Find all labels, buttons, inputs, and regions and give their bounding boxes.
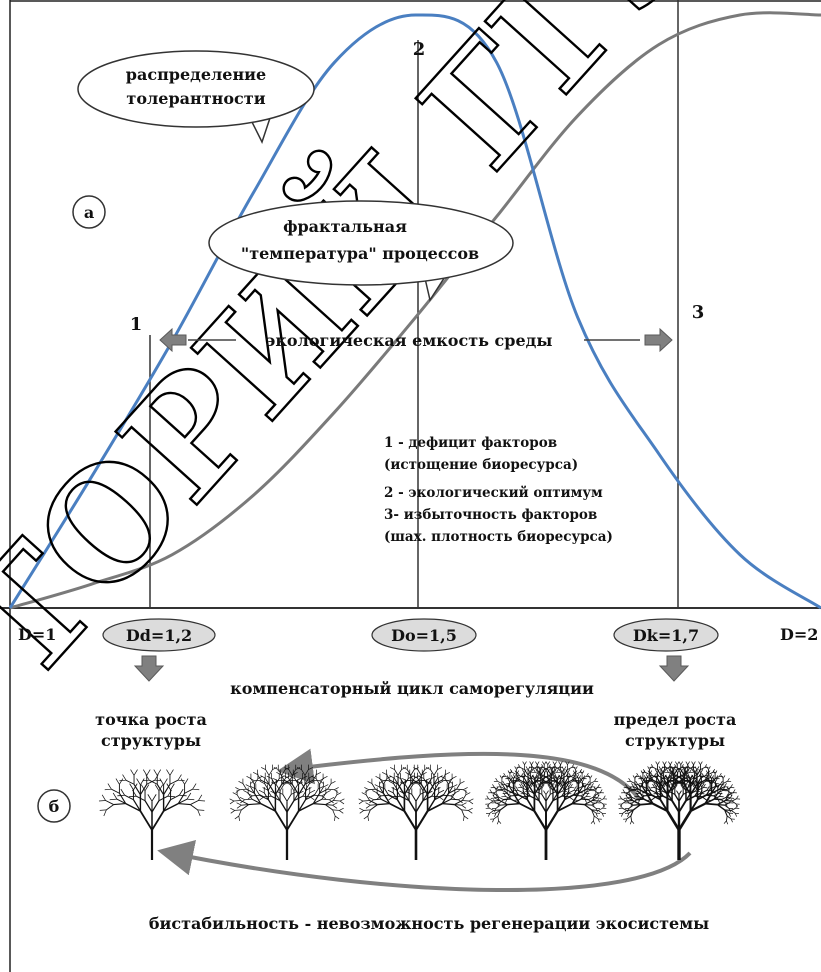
fractal-tree-2 bbox=[229, 764, 345, 860]
do-label: Do=1,5 bbox=[391, 626, 457, 645]
cycle-arrow-bottom bbox=[157, 839, 692, 892]
bell-curve bbox=[8, 13, 821, 610]
dk-badge: Dk=1,7 bbox=[613, 618, 719, 652]
panel-a-label: а bbox=[72, 195, 106, 229]
bubble-fractal-line2: "температура" процессов bbox=[241, 244, 479, 263]
axis-right-label: D=2 bbox=[780, 625, 818, 644]
cycle-arrow-top bbox=[277, 748, 642, 802]
bubble-tolerance-line2: толерантности bbox=[126, 89, 265, 108]
panel-a-letter: а bbox=[84, 203, 94, 222]
bubble-tolerance-line1: распределение bbox=[126, 65, 266, 84]
down-arrow-right bbox=[658, 655, 690, 682]
panel-b-label: б bbox=[37, 789, 71, 823]
point-2-label: 2 bbox=[413, 39, 426, 60]
growth-limit-line1: предел роста bbox=[614, 710, 737, 729]
point-1-label: 1 bbox=[130, 314, 143, 335]
bubble-fractal: фрактальная "температура" процессов bbox=[208, 200, 514, 302]
bistability-label: бистабильность - невозможность регенерац… bbox=[149, 914, 709, 933]
fractal-trees bbox=[98, 761, 741, 860]
do-badge: Do=1,5 bbox=[371, 618, 477, 652]
growth-point-line1: точка роста bbox=[95, 710, 207, 729]
panel-b-letter: б bbox=[49, 797, 60, 816]
growth-point-line2: структуры bbox=[101, 731, 201, 750]
capacity-left-arrow bbox=[159, 327, 187, 353]
fractal-tree-5 bbox=[617, 761, 741, 860]
dk-label: Dk=1,7 bbox=[633, 626, 699, 645]
axis-left-label: D=1 bbox=[18, 625, 56, 644]
fractal-tree-3 bbox=[358, 764, 474, 860]
point-3-label: 3 bbox=[692, 302, 705, 323]
capacity-right-arrow bbox=[644, 327, 673, 353]
legend: 1 - дефицит факторов (истощение биоресур… bbox=[384, 435, 613, 545]
growth-limit-line2: структуры bbox=[625, 731, 725, 750]
fractal-tree-4 bbox=[484, 761, 608, 860]
dd-label: Dd=1,2 bbox=[126, 626, 192, 645]
legend-line-2: (истощение биоресурса) bbox=[384, 457, 578, 473]
bubble-tolerance: распределение толерантности bbox=[77, 50, 315, 144]
legend-line-3: 2 - экологический оптимум bbox=[384, 485, 603, 501]
dd-badge: Dd=1,2 bbox=[102, 618, 216, 652]
sigmoid-curve bbox=[9, 11, 821, 610]
bubble-fractal-line1: фрактальная bbox=[283, 217, 407, 236]
legend-line-4: 3- избыточность факторов bbox=[384, 507, 597, 523]
fractal-tree-1 bbox=[98, 769, 206, 860]
down-arrow-left bbox=[133, 655, 165, 682]
legend-line-1: 1 - дефицит факторов bbox=[384, 435, 557, 451]
legend-line-5: (шах. плотность биоресурса) bbox=[384, 529, 613, 545]
capacity-label: экологическая емкость среды bbox=[266, 331, 553, 350]
cycle-label: компенсаторный цикл саморегуляции bbox=[230, 679, 594, 698]
